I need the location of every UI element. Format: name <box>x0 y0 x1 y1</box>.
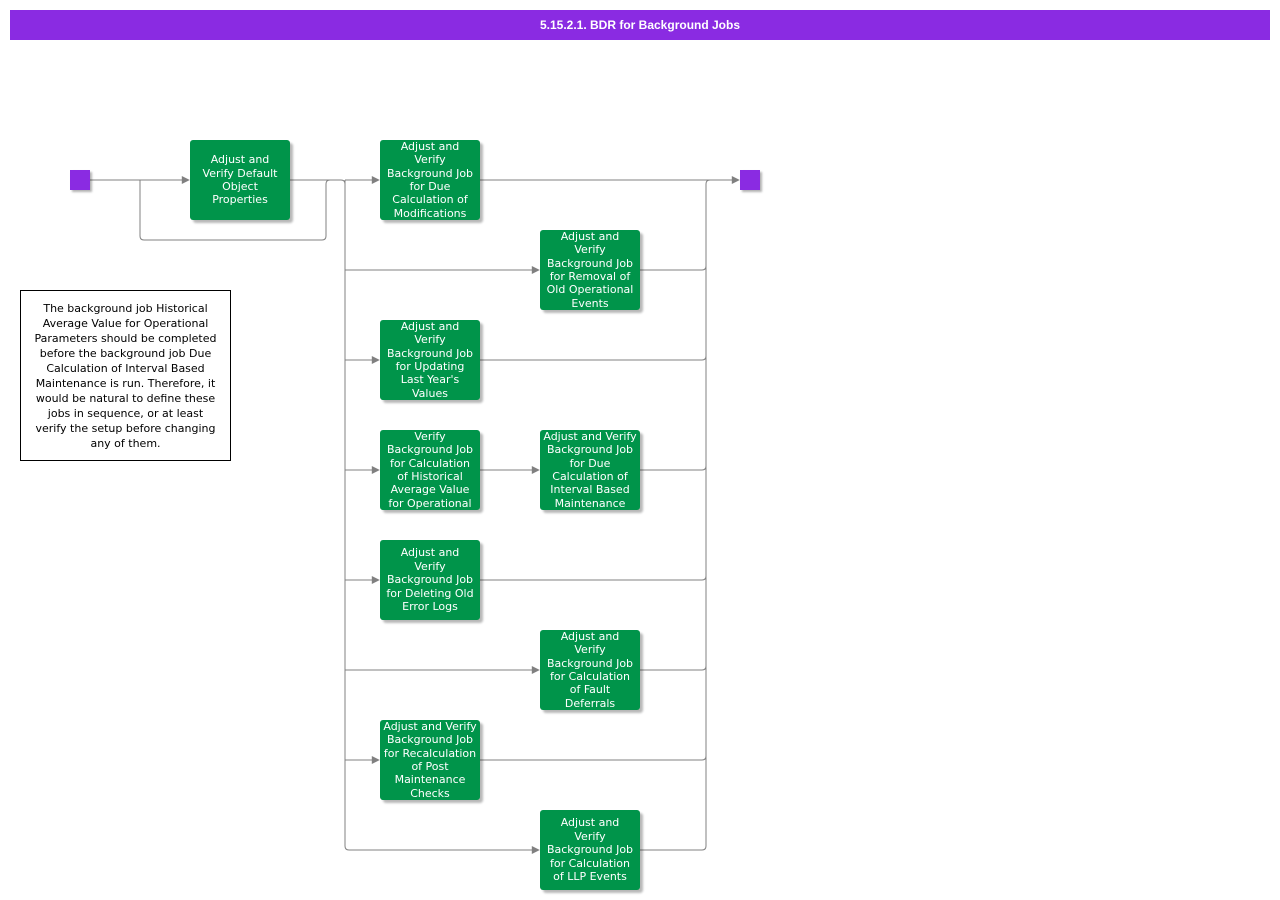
connector-default-properties-out <box>290 179 346 185</box>
node-due-calculation-modifications[interactable]: Adjust and Verify Background Job for Due… <box>380 140 480 220</box>
connector-bypass-loop <box>139 179 331 241</box>
node-label: Adjust and Verify Background Job for Due… <box>386 140 474 220</box>
end-node[interactable] <box>740 170 760 190</box>
node-calculation-fault-deferrals[interactable]: Adjust and Verify Background Job for Cal… <box>540 630 640 710</box>
node-deleting-old-error-logs[interactable]: Adjust and Verify Background Job for Del… <box>380 540 480 620</box>
node-label: Adjust and Verify Background Job for Rec… <box>383 720 477 800</box>
node-label: Adjust and Verify Background Job for Rem… <box>546 230 634 310</box>
start-node[interactable] <box>70 170 90 190</box>
join-bus <box>705 179 711 846</box>
node-label: Adjust and Verify Default Object Propert… <box>202 153 278 207</box>
node-label: Adjust and Verify Background Job for Cal… <box>546 630 634 710</box>
node-label: Verify Background Job for Calculation of… <box>386 430 474 510</box>
sequence-note-text: The background job Historical Average Va… <box>34 301 217 450</box>
connector-removal-events-out <box>640 265 707 271</box>
node-label: Adjust and Verify Background Job for Upd… <box>386 320 474 400</box>
node-removal-old-operational-events[interactable]: Adjust and Verify Background Job for Rem… <box>540 230 640 310</box>
node-updating-last-years-values[interactable]: Adjust and Verify Background Job for Upd… <box>380 320 480 400</box>
diagram-title: 5.15.2.1. BDR for Background Jobs <box>539 18 741 32</box>
connector-llp-events-out <box>640 845 707 851</box>
node-due-calculation-interval-based[interactable]: Adjust and Verify Background Job for Due… <box>540 430 640 510</box>
node-label: Adjust and Verify Background Job for Del… <box>386 546 474 614</box>
connector-fault-deferrals-out <box>640 665 707 671</box>
connector-interval-out <box>640 465 707 471</box>
node-recalculation-post-maintenance-checks[interactable]: Adjust and Verify Background Job for Rec… <box>380 720 480 800</box>
connector-deleting-logs-out <box>480 575 707 581</box>
node-label: Adjust and Verify Background Job for Cal… <box>546 816 634 884</box>
connector-updating-values-out <box>480 355 707 361</box>
connector-post-maintenance-out <box>480 755 707 761</box>
node-default-object-properties[interactable]: Adjust and Verify Default Object Propert… <box>190 140 290 220</box>
node-historical-average-value[interactable]: Verify Background Job for Calculation of… <box>380 430 480 510</box>
node-calculation-llp-events[interactable]: Adjust and Verify Background Job for Cal… <box>540 810 640 890</box>
fork-bus <box>344 180 350 851</box>
node-label: Adjust and Verify Background Job for Due… <box>543 430 637 510</box>
diagram-title-bar: 5.15.2.1. BDR for Background Jobs <box>10 10 1270 40</box>
sequence-note: The background job Historical Average Va… <box>20 290 231 461</box>
